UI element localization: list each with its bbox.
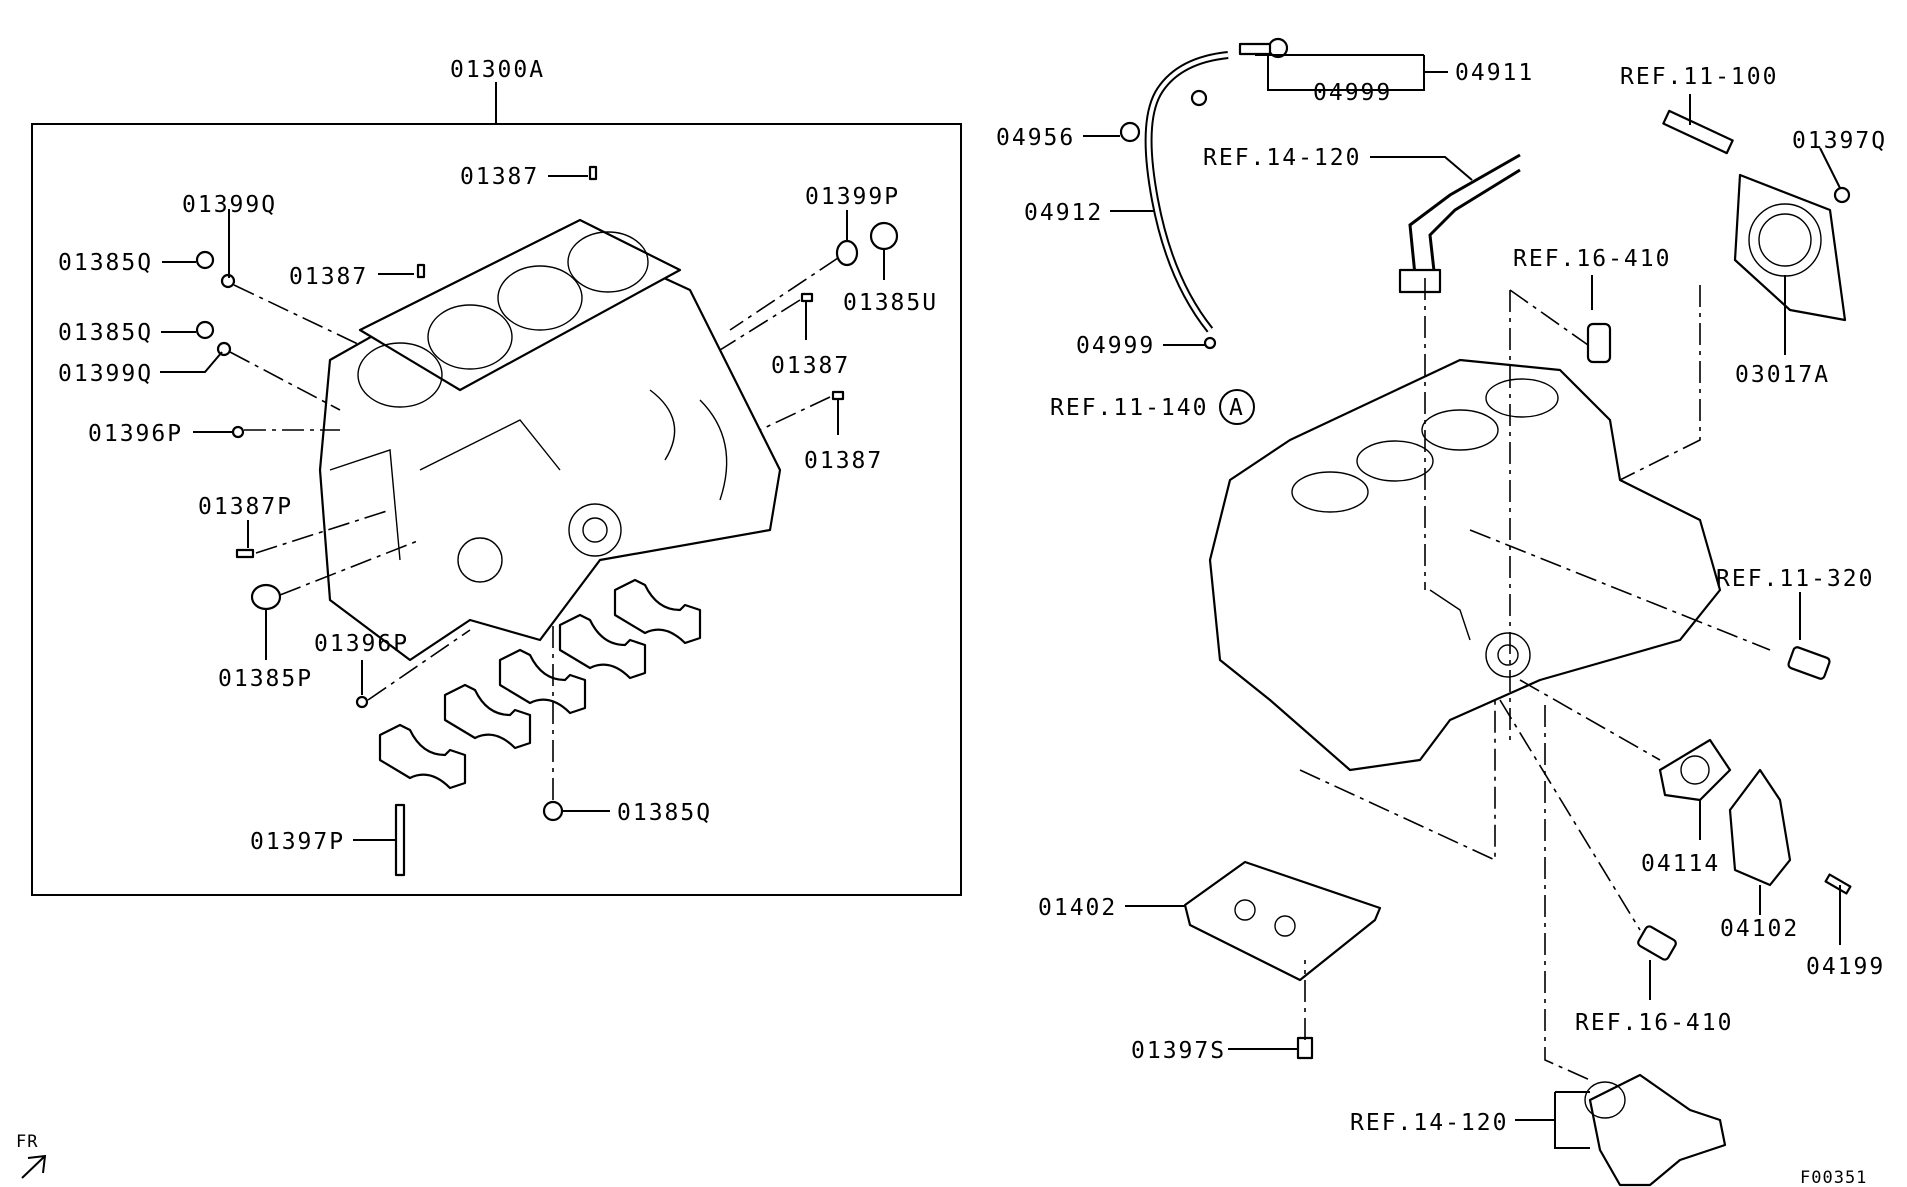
engine-block-illustration <box>318 218 782 662</box>
sensor-ref-16-410b <box>1637 925 1677 961</box>
water-pipe-ref-14-120 <box>1588 1073 1727 1187</box>
pin-01396Pb <box>355 695 369 709</box>
gasket-04114 <box>1658 738 1732 802</box>
label-01387b: 01387 <box>289 264 368 290</box>
pin-01387b <box>416 263 426 279</box>
label-04199: 04199 <box>1806 954 1885 980</box>
pin-01387a <box>588 165 598 181</box>
rear-oil-seal-case <box>1733 173 1847 322</box>
bolt-01397Q <box>1833 186 1851 204</box>
bolt-04199 <box>1824 873 1852 895</box>
label-04999a: 04999 <box>1313 80 1392 106</box>
label-01385Qb: 01385Q <box>58 320 153 346</box>
label-01387d: 01387 <box>804 448 883 474</box>
label-ref-14-120b: REF.14-120 <box>1350 1110 1508 1136</box>
label-01387c: 01387 <box>771 353 850 379</box>
label-04956: 04956 <box>996 125 1075 151</box>
plug-01385Qa <box>195 250 215 270</box>
pin-01387P <box>235 548 255 559</box>
plug-01385Qc <box>542 800 564 822</box>
label-01385Qc: 01385Q <box>617 800 712 826</box>
label-01397P: 01397P <box>250 829 345 855</box>
baffle-plate-01402 <box>1183 860 1382 982</box>
pin-01387d <box>831 390 845 401</box>
label-01399Qa: 01399Q <box>182 192 277 218</box>
label-01385P: 01385P <box>218 666 313 692</box>
label-01396Pb: 01396P <box>314 631 409 657</box>
sealant-tube <box>1662 109 1734 155</box>
label-01399Qb: 01399Q <box>58 361 153 387</box>
plug-01385P <box>250 583 282 611</box>
ref-a-circle <box>1219 389 1255 425</box>
main-bearing-caps <box>378 578 702 790</box>
label-circle-a: A <box>1229 395 1245 421</box>
label-01385U: 01385U <box>843 290 938 316</box>
label-ref-16-410b: REF.16-410 <box>1575 1010 1733 1036</box>
label-04102: 04102 <box>1720 916 1799 942</box>
label-01402: 01402 <box>1038 895 1117 921</box>
label-01385Qa: 01385Q <box>58 250 153 276</box>
label-04999b: 04999 <box>1076 333 1155 359</box>
bolt-01397S <box>1296 1036 1314 1060</box>
label-01387a: 01387 <box>460 164 539 190</box>
seal-01399P <box>835 239 859 267</box>
plug-01385Qb <box>195 320 215 340</box>
block-exploded-group <box>21 37 1852 1187</box>
part-labels: 01300A 01387 01399Q 01385Q 01387 01385Q … <box>16 57 1887 1187</box>
plug-01385U <box>869 221 899 251</box>
label-ref-11-320: REF.11-320 <box>1716 566 1874 592</box>
pin-01387c <box>800 292 814 303</box>
figure-number: F00351 <box>1800 1168 1867 1187</box>
label-ref-14-120a: REF.14-120 <box>1203 145 1361 171</box>
label-04911: 04911 <box>1455 60 1534 86</box>
pin-01396Pa <box>231 425 245 439</box>
sensor-ref-16-410a <box>1586 322 1612 364</box>
label-ref-11-140: REF.11-140 <box>1050 395 1208 421</box>
label-01397Q: 01397Q <box>1792 128 1887 154</box>
label-01396Pa: 01396P <box>88 421 183 447</box>
bolt-04956 <box>1119 121 1141 143</box>
label-03017A: 03017A <box>1735 362 1830 388</box>
cylinder-block-assembly-group <box>31 82 962 896</box>
label-01399P: 01399P <box>805 184 900 210</box>
label-04912: 04912 <box>1024 200 1103 226</box>
oil-level-gauge-tube <box>1144 51 1229 333</box>
label-01300A: 01300A <box>450 57 545 83</box>
sensor-ref-11-320 <box>1787 646 1831 680</box>
label-01387P: 01387P <box>198 494 293 520</box>
label-04114: 04114 <box>1641 851 1720 877</box>
bolt-01397P <box>394 803 406 877</box>
cylinder-block-outline <box>1208 358 1722 772</box>
label-fr: FR <box>16 1132 38 1152</box>
label-ref-11-100: REF.11-100 <box>1620 64 1778 90</box>
front-direction-arrow <box>21 1154 47 1179</box>
label-ref-16-410a: REF.16-410 <box>1513 246 1671 272</box>
label-01397S: 01397S <box>1131 1038 1226 1064</box>
oil-filter-bracket-04102 <box>1728 768 1792 887</box>
